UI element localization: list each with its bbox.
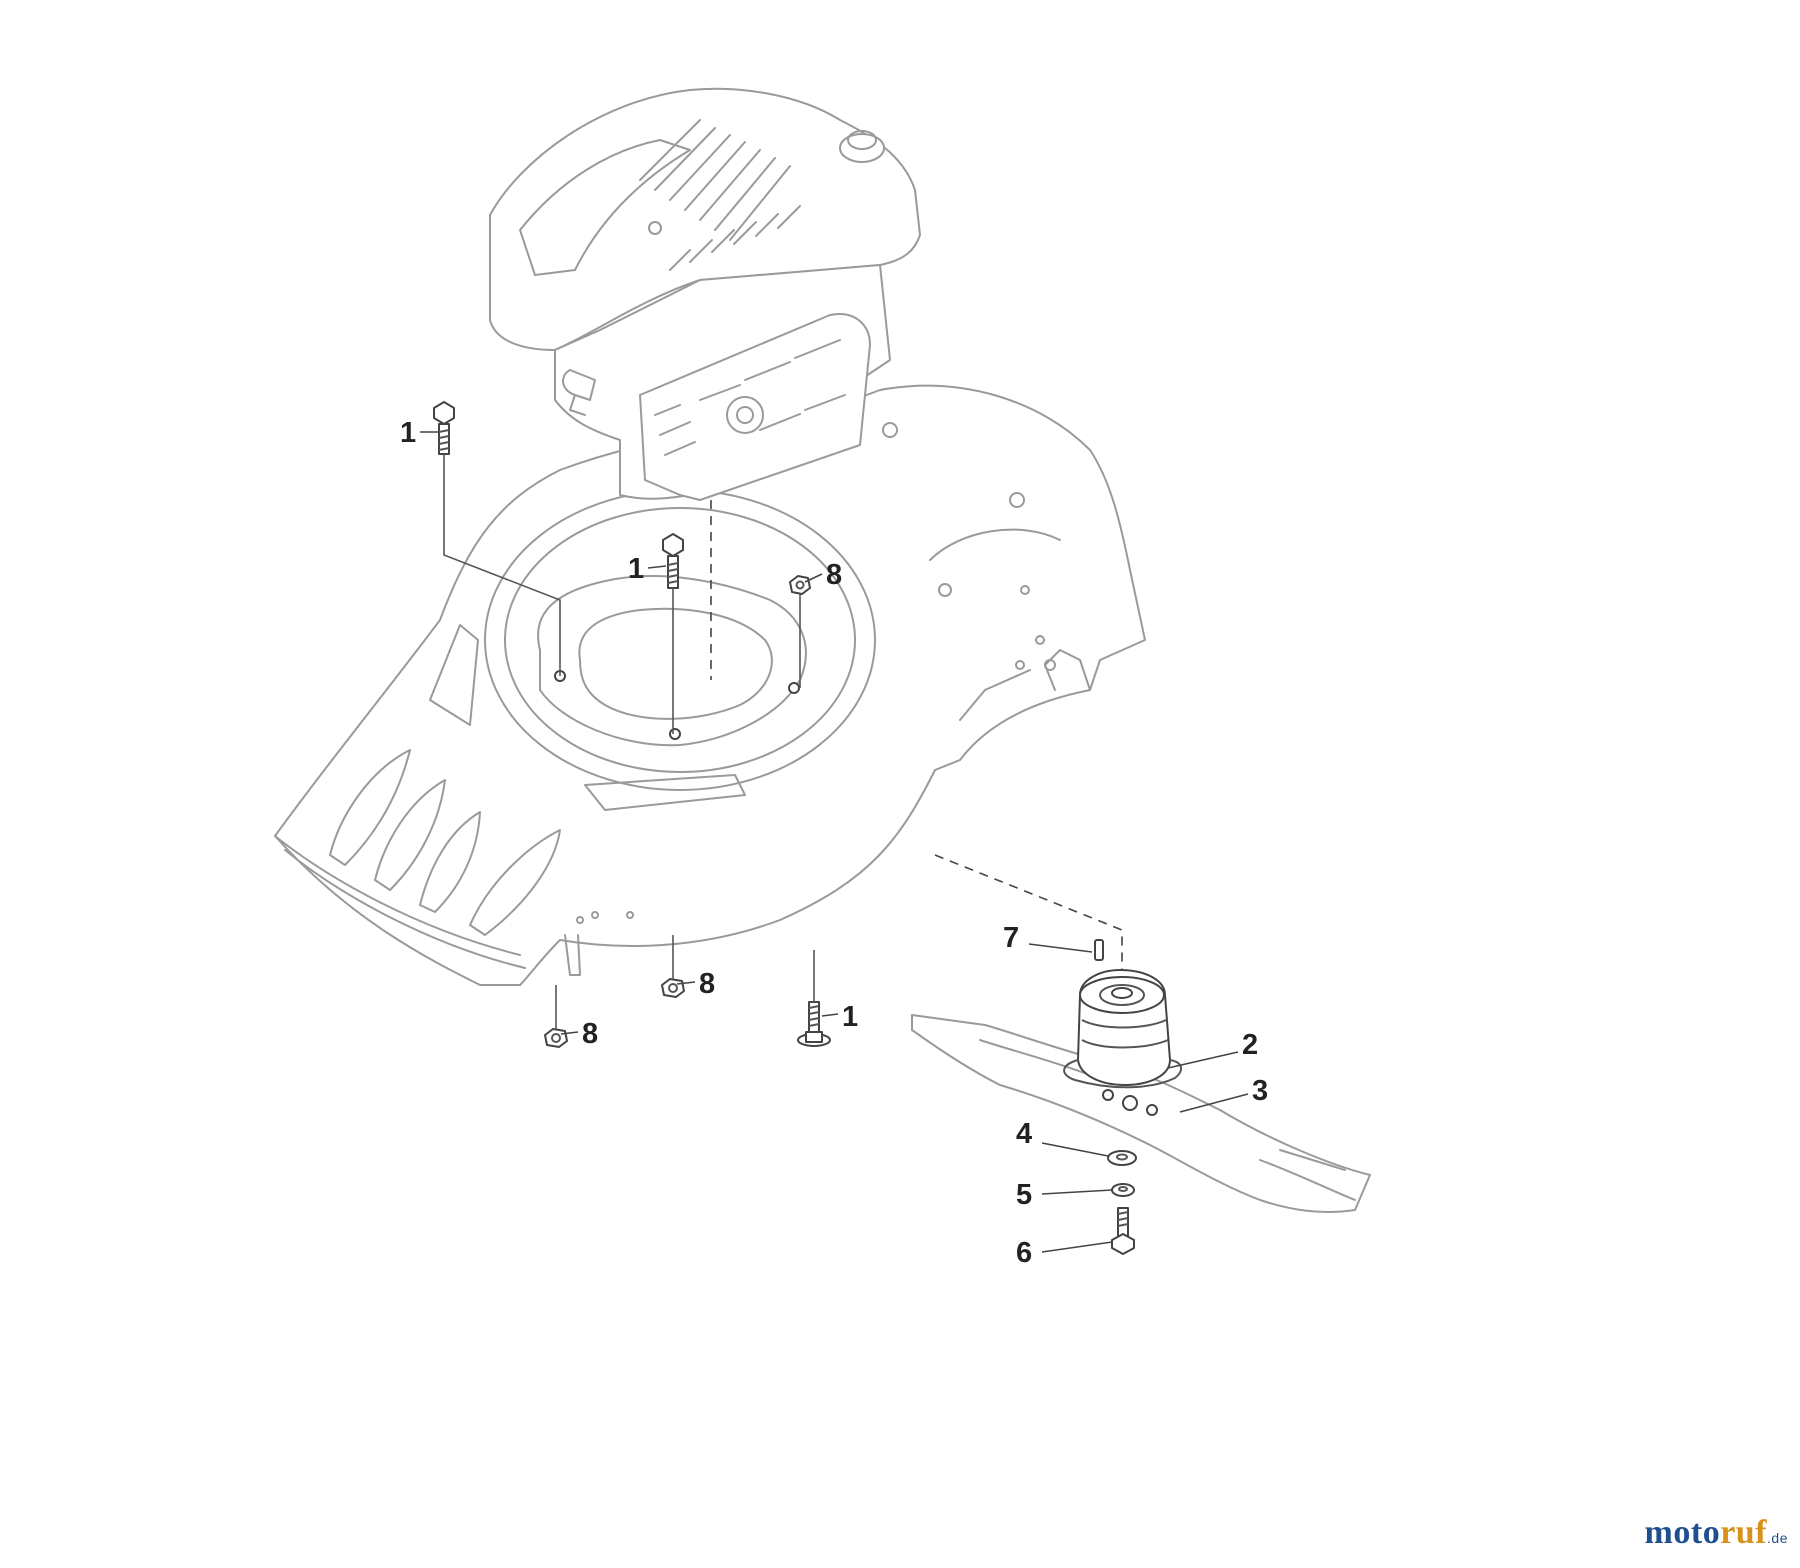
spring-washer (1111, 1183, 1135, 1197)
bolt-blade-lower (797, 1001, 831, 1047)
washer (1107, 1150, 1137, 1166)
engine (489, 87, 921, 501)
watermark-part1: moto (1644, 1514, 1721, 1551)
callout-washer: 4 (1016, 1118, 1032, 1150)
mower-deck (274, 384, 1146, 986)
nut-engine-right (789, 575, 811, 595)
nut-lower-left (544, 1028, 568, 1048)
leader-lines (420, 431, 1249, 1253)
watermark-part3: .de (1767, 1530, 1788, 1546)
watermark-logo: motoruf.de (1645, 1514, 1788, 1552)
bolt-engine-left (433, 401, 455, 455)
callout-blade-bolt: 6 (1016, 1237, 1032, 1269)
callout-nut-engine-right: 8 (826, 559, 842, 591)
callout-bolt-blade-lower: 1 (842, 1001, 858, 1033)
callout-blade-adapter: 2 (1242, 1029, 1258, 1061)
blade-adapter (1063, 969, 1182, 1089)
nut-lower-center (661, 978, 685, 998)
callout-nut-lower-center: 8 (699, 968, 715, 1000)
callout-spring-washer: 5 (1016, 1179, 1032, 1211)
callout-bolt-engine-left: 1 (400, 417, 416, 449)
callout-blade: 3 (1252, 1075, 1268, 1107)
assembly-lines (443, 454, 1123, 1029)
callout-key: 7 (1003, 922, 1019, 954)
blade-bolt (1111, 1207, 1135, 1255)
callout-bolt-engine-center: 1 (628, 553, 644, 585)
watermark-part2: ruf (1720, 1514, 1768, 1551)
callout-nut-lower-left: 8 (582, 1018, 598, 1050)
callouts: 1 1 8 8 8 1 7 2 3 4 5 6 (400, 417, 1268, 1269)
key (1094, 939, 1104, 961)
